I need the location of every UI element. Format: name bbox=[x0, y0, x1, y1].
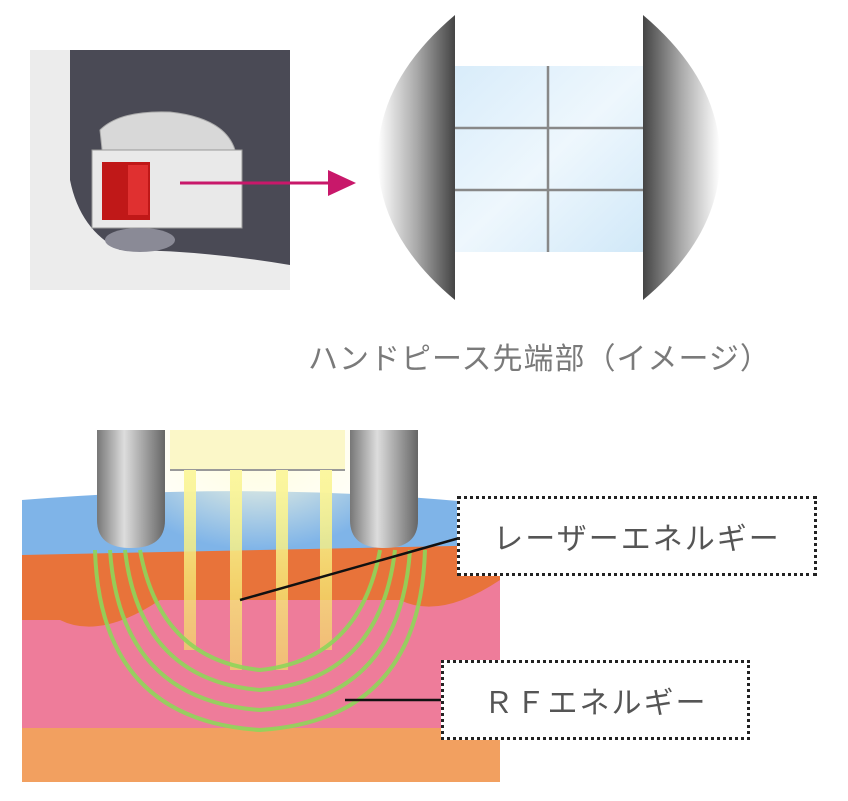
handpiece-tip-caption: ハンドピース先端部（イメージ） bbox=[308, 342, 771, 377]
laser-energy-label: レーザーエネルギー bbox=[457, 496, 817, 576]
arrow-icon bbox=[180, 170, 356, 196]
skin-cross-section bbox=[22, 430, 500, 782]
rf-energy-label: ＲＦエネルギー bbox=[441, 660, 750, 740]
rf-field bbox=[93, 549, 427, 733]
handpiece-photo bbox=[30, 50, 290, 290]
handpiece-tip-illustration bbox=[378, 15, 720, 300]
laser-beams bbox=[184, 470, 332, 670]
